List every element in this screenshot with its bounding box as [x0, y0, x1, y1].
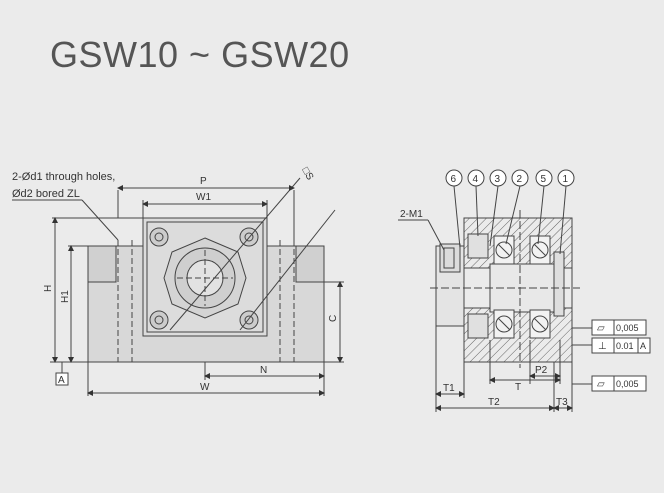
dim-label-s: □S — [299, 166, 315, 183]
bearings — [493, 235, 551, 339]
balloon-5: 5 — [541, 174, 547, 185]
section-view — [398, 169, 651, 412]
dim-label-h1: H1 — [60, 290, 71, 303]
tol-2-symbol: ⊥ — [598, 341, 607, 352]
balloon-6: 6 — [451, 174, 457, 185]
right-flange — [295, 245, 325, 283]
balloon-group — [445, 169, 575, 187]
snap-ring — [553, 251, 565, 317]
note-line-1: 2-Ød1 through holes, — [12, 171, 115, 183]
tol-2-datum: A — [640, 341, 646, 351]
tol-1-symbol: ▱ — [597, 323, 605, 334]
left-flange — [87, 245, 117, 283]
tolerance-frames — [591, 319, 651, 392]
balloon-1: 1 — [563, 174, 569, 185]
note-line-2: Ød2 bored ZL — [12, 188, 80, 200]
seal-bottom — [467, 313, 489, 339]
tol-3-symbol: ▱ — [597, 379, 605, 390]
dim-label-t3: T3 — [556, 397, 568, 408]
lock-nut — [439, 243, 461, 273]
dim-label-w1: W1 — [196, 192, 211, 203]
datum-label-a: A — [58, 375, 65, 386]
dim-label-t2: T2 — [488, 397, 500, 408]
dim-label-p: P — [200, 176, 207, 187]
tol-2-value: 0.01 — [616, 341, 634, 351]
balloon-3: 3 — [495, 174, 501, 185]
label-2-m1: 2-M1 — [400, 209, 423, 220]
dim-label-n: N — [260, 365, 267, 376]
tol-1-value: 0,005 — [616, 323, 639, 333]
dim-label-c: C — [328, 315, 339, 322]
seal-top — [467, 233, 489, 259]
balloon-2: 2 — [517, 174, 523, 185]
dim-label-p2: P2 — [535, 365, 548, 376]
front-view — [12, 177, 344, 396]
dim-label-h: H — [43, 285, 54, 292]
balloon-4: 4 — [473, 174, 479, 185]
dim-label-w: W — [200, 382, 210, 393]
dim-label-t: T — [515, 382, 521, 393]
dim-label-t1: T1 — [443, 383, 455, 394]
tol-3-value: 0,005 — [616, 379, 639, 389]
page-title: GSW10 ~ GSW20 — [50, 34, 350, 75]
